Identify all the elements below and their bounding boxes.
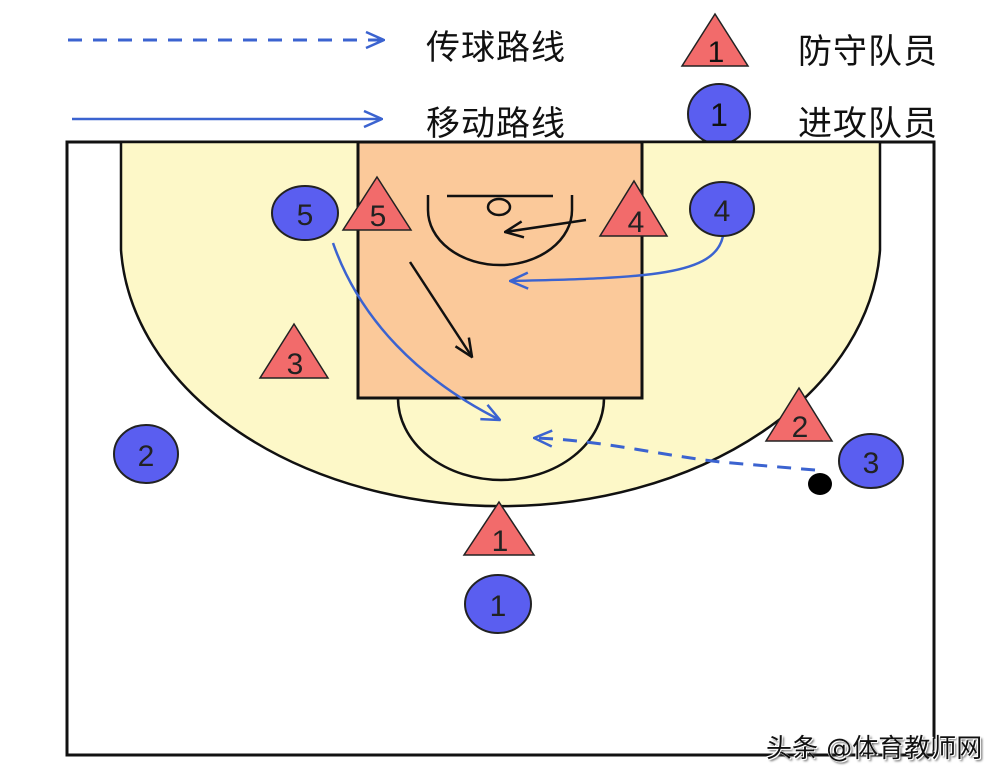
move-route-legend-label: 移动路线	[426, 104, 566, 144]
svg-text:1: 1	[710, 97, 728, 133]
svg-text:5: 5	[297, 199, 314, 232]
move-route-black-5	[408, 261, 472, 357]
attacker-legend-icon: 1	[687, 83, 751, 145]
move-route-player-4	[510, 235, 725, 281]
defender-1: 1	[462, 500, 536, 558]
paint	[356, 140, 644, 400]
defender-legend-label: 防守队员	[798, 32, 938, 72]
svg-text:2: 2	[792, 411, 809, 444]
attacker-4: 4	[689, 181, 755, 237]
svg-text:3: 3	[863, 447, 880, 480]
ball	[808, 473, 832, 495]
svg-text:1: 1	[490, 590, 507, 623]
court	[65, 140, 936, 757]
move-route-black-4	[505, 218, 587, 232]
svg-text:4: 4	[628, 206, 645, 239]
restricted-arc	[426, 195, 574, 267]
defender-2: 2	[764, 386, 834, 444]
attacker-3: 3	[838, 433, 904, 489]
svg-text:4: 4	[714, 195, 731, 228]
attacker-legend-label: 进攻队员	[798, 104, 938, 144]
attacker-2: 2	[113, 424, 179, 484]
watermark: 头条 @体育教师网	[766, 734, 983, 764]
defender-4: 4	[598, 179, 669, 239]
svg-text:5: 5	[370, 200, 387, 233]
move-route-player-5	[331, 242, 500, 420]
defender-3: 3	[258, 322, 330, 381]
svg-text:2: 2	[138, 440, 155, 473]
rim	[486, 197, 512, 217]
free-throw-circle	[396, 397, 606, 482]
defender-5: 5	[341, 175, 413, 233]
pass-route-player-3	[534, 438, 816, 472]
defender-legend-icon: 1	[680, 12, 750, 69]
pass-route-legend-label: 传球路线	[426, 28, 566, 68]
svg-text:3: 3	[287, 348, 304, 381]
svg-text:1: 1	[708, 36, 725, 69]
attacker-1: 1	[464, 574, 532, 634]
attacker-5: 5	[271, 185, 339, 241]
svg-text:1: 1	[492, 525, 509, 558]
